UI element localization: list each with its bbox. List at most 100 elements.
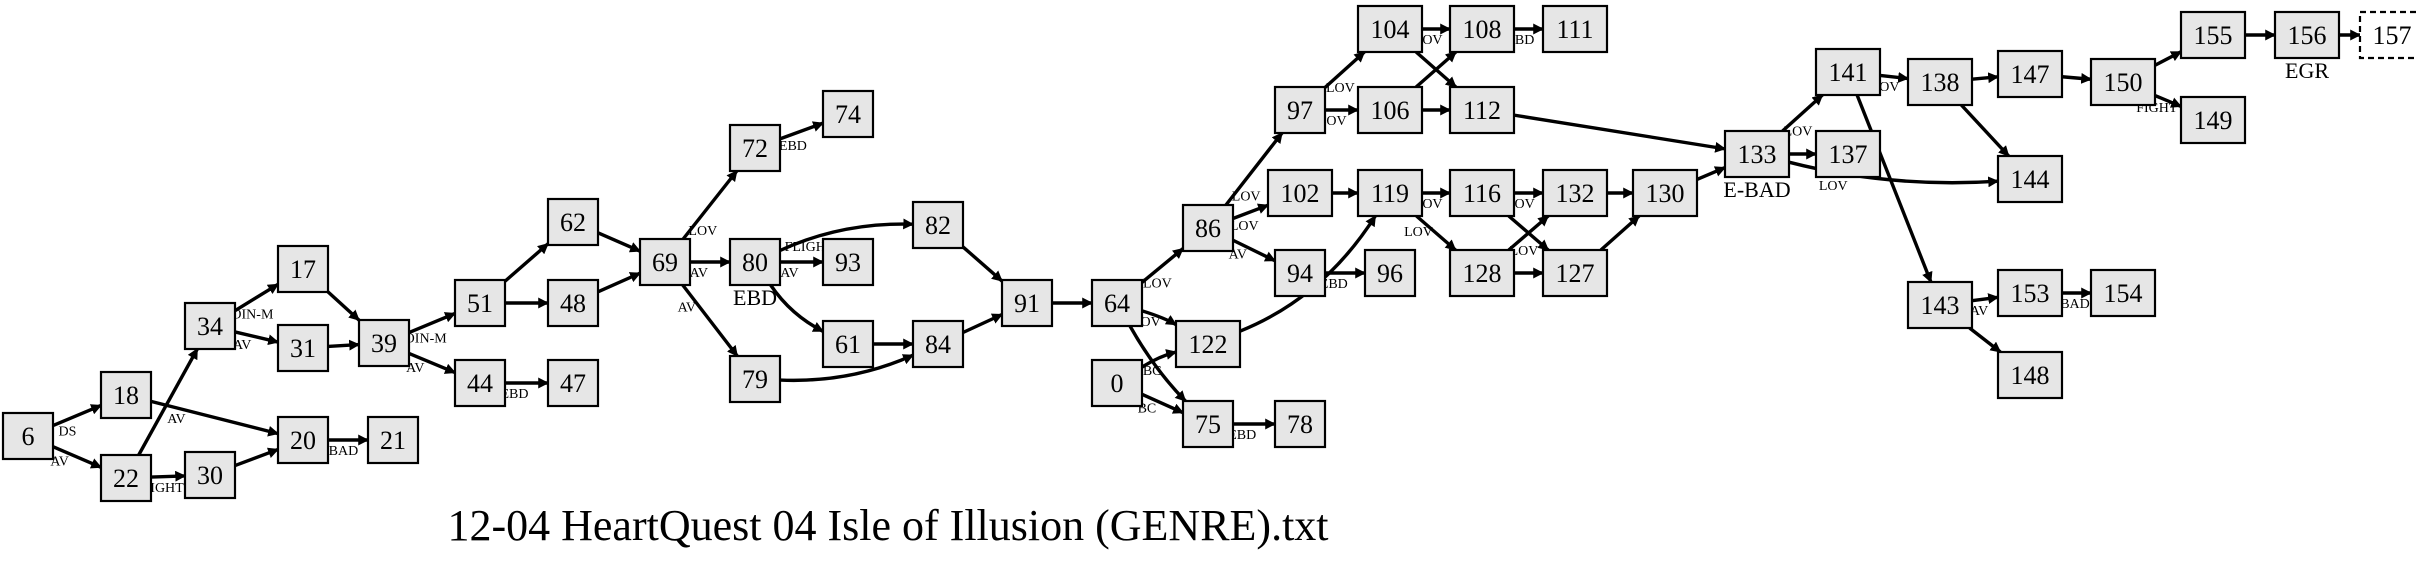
node-label: 82 [925,211,951,240]
node-box [276,323,330,373]
edge-label: AV [1970,304,1988,319]
node-label: 154 [2104,279,2143,308]
node-93: 93 [821,237,875,287]
node-106: 106 [1356,85,1424,135]
node-box [1090,358,1144,408]
edge-112-to-133 [1513,113,1727,153]
node-78: 78 [1273,399,1327,449]
node-51: 51 [453,278,507,328]
node-label: 21 [380,426,406,455]
node-box [357,318,411,368]
node-label: 80 [742,248,768,277]
node-label: 51 [467,289,493,318]
node-box [728,354,782,404]
node-0: 0 [1090,358,1144,408]
node-label: 30 [197,461,223,490]
node-box [1356,85,1424,135]
edge-label: AV [690,266,708,281]
node-149: 149 [2179,95,2247,145]
edge-label: AV [233,338,251,353]
node-label: 94 [1287,259,1313,288]
node-label: 141 [1829,58,1868,87]
edge-130-to-133 [1696,165,1727,182]
node-label: 122 [1189,330,1228,359]
node-note: E-BAD [1723,177,1790,202]
node-141: 141 [1814,47,1882,97]
node-119: 119 [1356,168,1424,218]
node-label: 144 [2011,165,2050,194]
node-label: 96 [1377,259,1403,288]
node-150: 150 [2089,57,2157,107]
node-18: 18 [99,370,153,420]
edge-label: LOV [1232,189,1261,204]
node-6: 6 [1,411,55,461]
node-label: 44 [467,369,493,398]
edge-86-to-94 [1232,238,1276,263]
node-label: 111 [1556,15,1593,44]
node-155: 155 [2179,10,2247,60]
node-box [99,453,153,503]
node-97: 97 [1273,85,1327,135]
node-box [1273,399,1327,449]
node-box [276,415,330,465]
edge-127-to-130 [1599,214,1641,252]
node-box [1541,4,1609,54]
node-box [728,123,782,173]
node-label: 31 [290,334,316,363]
node-137: 137 [1814,129,1882,179]
node-label: 143 [1921,291,1960,320]
edge-label: LOV [1230,219,1259,234]
node-label: 157 [2373,21,2412,50]
node-label: 138 [1921,68,1960,97]
edge-69-to-72 [681,169,739,241]
node-box [1448,248,1516,298]
edge-97-to-104 [1323,50,1366,89]
node-86: 86 [1181,203,1235,253]
edge-64-to-122 [1141,309,1177,327]
node-82: 82 [911,200,965,250]
node-label: 74 [835,100,861,129]
edge-label: LOV [1510,244,1539,259]
node-label: 61 [835,330,861,359]
node-64: 64 [1090,278,1144,328]
edge-62-to-69 [597,231,641,253]
node-box [1631,168,1699,218]
node-box [1181,203,1235,253]
edge-label: LOV [688,224,717,239]
edge-label: JOIN-M [226,307,274,322]
edge-22-to-30 [150,470,187,482]
node-box [1996,350,2064,400]
node-label: 22 [113,464,139,493]
edge-106-to-108 [1414,50,1458,89]
node-47: 47 [546,358,600,408]
edge-39-to-51 [408,311,457,335]
node-108: 108 [1448,4,1516,54]
edge-128-to-132 [1507,214,1550,252]
node-box [2089,268,2157,318]
node-box [276,244,330,294]
edge-label: LOV [1326,81,1355,96]
node-48: 48 [546,278,600,328]
node-75: 75 [1181,399,1235,449]
node-box [1996,49,2064,99]
edge-82-to-91 [961,245,1004,283]
node-label: 102 [1281,179,1320,208]
node-box [1906,57,1974,107]
node-39: 39 [357,318,411,368]
node-box [2358,10,2416,60]
node-116: 116 [1448,168,1516,218]
edge-label: LOV [1143,277,1172,292]
edge-51-to-62 [503,242,550,283]
node-box [1996,268,2064,318]
node-box [1181,399,1235,449]
node-label: 97 [1287,96,1313,125]
node-label: 64 [1104,289,1130,318]
edge-147-to-150 [2061,72,2093,84]
edge-label: EBD [1228,428,1256,443]
node-30: 30 [183,450,237,500]
edge-84-to-91 [962,312,1003,335]
edge-label: LOV [1819,179,1848,194]
node-20: 20 [276,415,330,465]
node-label: 84 [925,330,951,359]
